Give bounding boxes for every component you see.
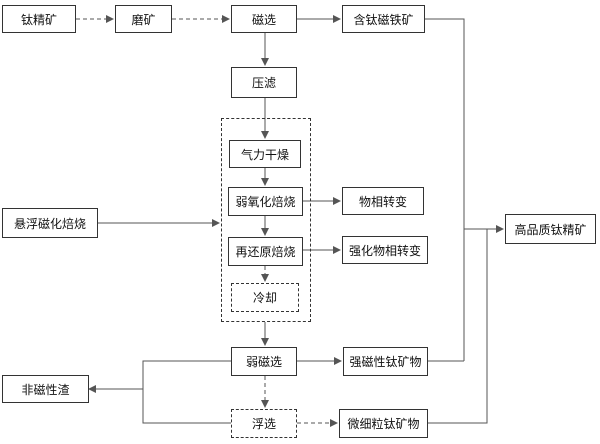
node-strong-magnetic-ilmenite: 强磁性钛矿物 [343,347,428,376]
node-enhanced-phase-transformation: 强化物相转变 [342,236,428,264]
node-grinding: 磨矿 [115,5,172,33]
line-fine-ilmenite-collector [428,229,488,424]
roasting-stage-group [221,118,311,322]
node-titanomagnetite: 含钛磁铁矿 [342,5,425,33]
line-flotation-to-tailings [142,389,231,424]
node-weak-oxidation-roasting: 弱氧化焙烧 [228,187,303,216]
node-suspension-roasting: 悬浮磁化焙烧 [2,208,98,238]
line-titanomagnetite-collector [425,18,465,361]
node-magnetic-separation: 磁选 [231,5,297,33]
node-pneumatic-drying: 气力干燥 [229,140,301,168]
node-weak-magnetic-separation: 弱磁选 [231,347,297,376]
node-titanium-concentrate: 钛精矿 [2,5,76,33]
node-fine-ilmenite: 微细粒钛矿物 [339,409,428,438]
node-flotation: 浮选 [231,409,297,438]
node-phase-transformation: 物相转变 [342,187,424,215]
node-re-reduction-roasting: 再还原焙烧 [228,237,303,266]
node-pressure-filtration: 压滤 [231,67,297,98]
node-cooling: 冷却 [231,283,299,312]
node-nonmagnetic-tailings: 非磁性渣 [2,375,89,403]
arrow-to-nonmagnetic [88,360,231,393]
node-high-grade-concentrate: 高品质钛精矿 [505,214,596,244]
